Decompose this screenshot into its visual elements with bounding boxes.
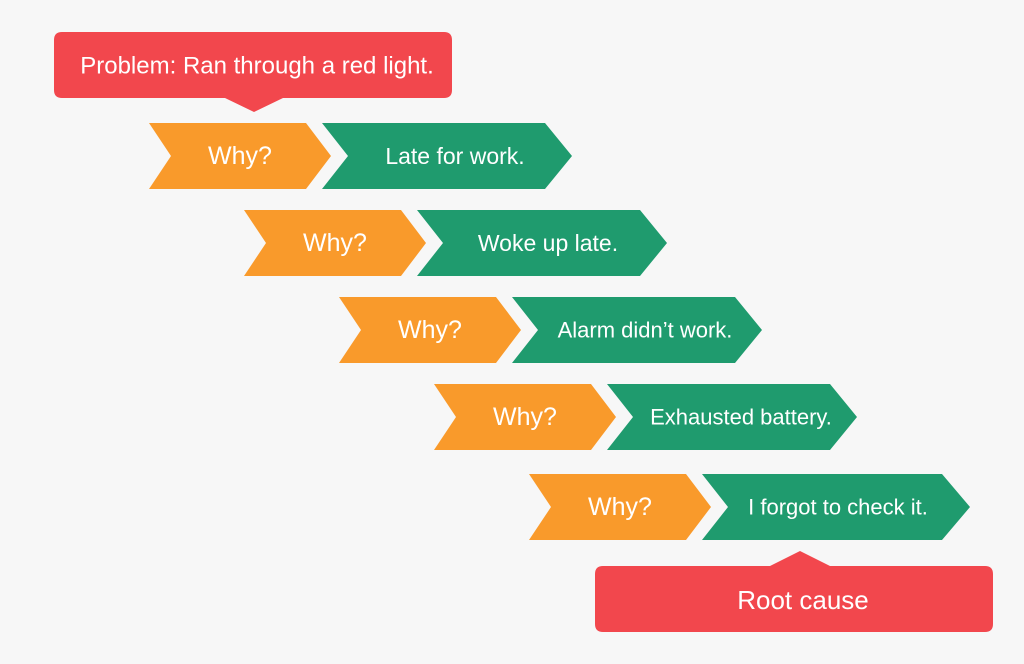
root-cause-callout: Root cause [595,551,993,632]
why-step: Why? Late for work. [149,123,572,189]
why-step: Why? Exhausted battery. [434,384,857,450]
answer-label: Exhausted battery. [650,405,832,430]
answer-label: I forgot to check it. [748,495,928,520]
answer-chevron [607,384,857,450]
why-label: Why? [208,142,272,170]
why-chevron [434,384,616,450]
why-step: Why? Woke up late. [244,210,667,276]
root-cause-callout-shape [595,551,993,632]
answer-chevron [512,297,762,363]
why-label: Why? [493,403,557,431]
why-label: Why? [398,316,462,344]
why-chevron [339,297,521,363]
answer-label: Alarm didn’t work. [558,318,733,343]
why-chevron [244,210,426,276]
answer-label: Late for work. [385,143,524,169]
problem-label: Problem: Ran through a red light. [80,53,434,80]
why-step: Why? I forgot to check it. [529,474,970,540]
answer-chevron [417,210,667,276]
answer-label: Woke up late. [478,230,618,256]
root-cause-label: Root cause [737,585,869,615]
why-chevron [149,123,331,189]
problem-callout: Problem: Ran through a red light. [54,32,452,112]
problem-callout-shape [54,32,452,112]
answer-chevron [322,123,572,189]
why-chevron [529,474,711,540]
answer-chevron [702,474,970,540]
why-label: Why? [588,493,652,521]
why-label: Why? [303,229,367,257]
why-step: Why? Alarm didn’t work. [339,297,762,363]
